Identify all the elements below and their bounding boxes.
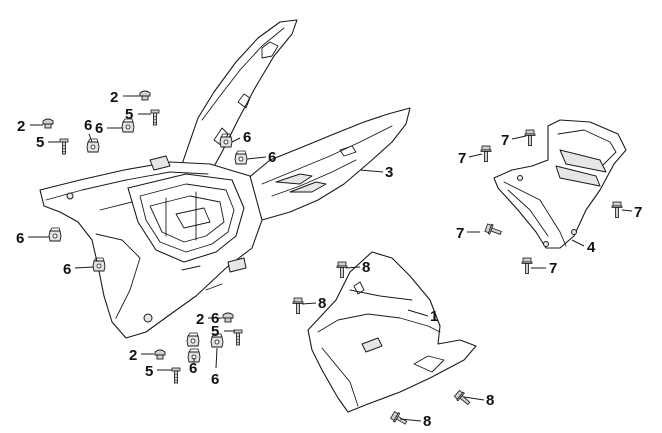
callout-3: 3 (385, 164, 393, 181)
under-tray-part (307, 251, 477, 413)
callout-6: 6 (211, 371, 219, 388)
flange-bolt-icon (336, 261, 348, 278)
callout-6: 6 (84, 117, 92, 134)
callout-4: 4 (587, 239, 596, 256)
u-nut-icon (234, 150, 248, 165)
flange-bolt-icon (453, 389, 473, 408)
callout-5: 5 (211, 323, 219, 340)
callout-2: 2 (196, 311, 204, 328)
u-nut-icon (186, 332, 200, 347)
flange-bolt-icon (524, 129, 536, 146)
callout-2: 2 (110, 89, 118, 106)
callout-6: 6 (95, 120, 103, 137)
callout-7: 7 (456, 225, 464, 242)
callout-2: 2 (129, 347, 137, 364)
callout-6: 6 (63, 261, 71, 278)
callout-6: 6 (16, 230, 24, 247)
screw-icon (171, 367, 181, 384)
callout-7: 7 (501, 132, 509, 149)
floor-panel-part (39, 19, 411, 339)
cap-nut-icon (154, 349, 166, 360)
leader-lines (28, 95, 633, 422)
u-nut-icon (86, 138, 100, 153)
u-nut-icon (48, 227, 62, 242)
callout-1: 1 (430, 308, 438, 325)
callout-7: 7 (549, 260, 557, 277)
flange-bolt-icon (292, 297, 304, 314)
callout-8: 8 (318, 295, 326, 312)
callout-7: 7 (458, 150, 466, 167)
cap-nut-icon (42, 118, 54, 129)
flange-bolt-icon (611, 201, 623, 218)
cap-nut-icon (222, 312, 234, 323)
callout-6: 6 (268, 149, 276, 166)
flange-bolt-icon (480, 145, 492, 162)
flange-bolt-icon (521, 257, 533, 274)
callout-5: 5 (36, 134, 44, 151)
callout-6: 6 (189, 360, 197, 377)
callout-5: 5 (125, 106, 133, 123)
callout-8: 8 (362, 259, 370, 276)
flange-bolt-icon (484, 222, 503, 239)
cap-nut-icon (139, 90, 151, 101)
screw-icon (150, 109, 160, 126)
callout-5: 5 (145, 363, 153, 380)
rear-cover-part (493, 119, 627, 249)
screw-icon (59, 138, 69, 155)
callout-7: 7 (634, 204, 642, 221)
callout-8: 8 (423, 413, 431, 430)
callout-6: 6 (243, 129, 251, 146)
callout-6: 6 (211, 310, 219, 327)
callout-8: 8 (486, 392, 494, 409)
callout-2: 2 (17, 118, 25, 135)
screw-icon (233, 329, 243, 346)
flange-bolt-icon (389, 410, 409, 428)
callout-labels: 2 2 2 2 5 5 5 5 6 6 6 6 6 6 6 6 6 3 4 1 … (16, 89, 642, 430)
